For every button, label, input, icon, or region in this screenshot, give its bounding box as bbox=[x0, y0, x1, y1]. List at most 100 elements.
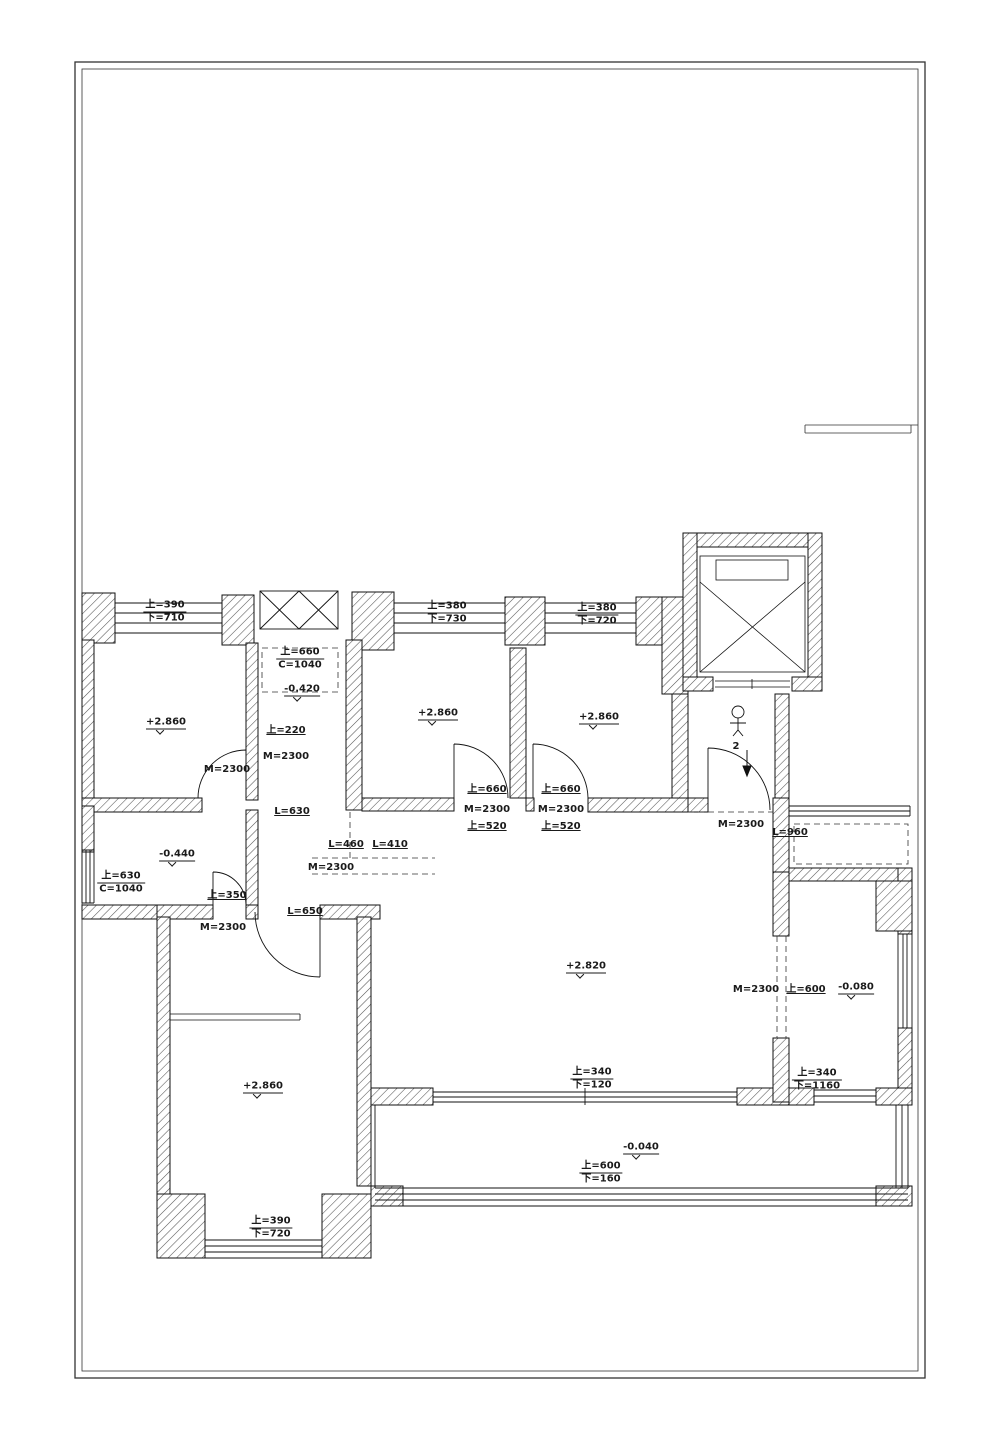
window-dimension-label: 上=380 下=720 bbox=[575, 602, 619, 627]
level-annotation: +2.860 bbox=[145, 716, 187, 730]
level-annotation: +2.860 bbox=[578, 711, 620, 725]
entry-door-swing bbox=[707, 747, 771, 811]
window-symbol bbox=[81, 849, 95, 904]
elevator-counterweight bbox=[715, 559, 789, 581]
person-symbol bbox=[730, 705, 746, 737]
door-height-label: M=2300 bbox=[262, 751, 310, 762]
wall-segment bbox=[774, 693, 790, 799]
wall-segment bbox=[245, 642, 259, 801]
window-symbol bbox=[114, 602, 223, 634]
boundary-step bbox=[804, 424, 918, 434]
wall-segment bbox=[788, 1087, 815, 1106]
window-dimension-label: 上=340 下=120 bbox=[570, 1066, 614, 1091]
window-dimension-label: 上=390 下=720 bbox=[249, 1215, 293, 1240]
elevator-cross bbox=[699, 581, 806, 673]
wall-segment bbox=[772, 871, 790, 937]
length-label: L=650 bbox=[287, 906, 323, 917]
length-label: L=460 bbox=[328, 839, 364, 850]
wall-segment bbox=[321, 1193, 372, 1259]
half-wall bbox=[170, 1013, 301, 1021]
window-symbol bbox=[814, 1089, 876, 1103]
door-dimension-label: 上=520 bbox=[541, 821, 581, 832]
duct-shaft bbox=[259, 590, 339, 630]
opening-header bbox=[776, 936, 787, 1038]
wall-segment bbox=[772, 1037, 790, 1103]
door-height-label: M=2300 bbox=[463, 804, 511, 815]
door-swing bbox=[453, 743, 509, 799]
wall-segment bbox=[788, 867, 913, 882]
wall-segment bbox=[791, 676, 823, 692]
length-label: L=960 bbox=[772, 827, 808, 838]
wall-segment bbox=[687, 797, 709, 813]
wall-segment bbox=[671, 693, 689, 801]
level-annotation: +2.860 bbox=[417, 707, 459, 721]
length-label: L=630 bbox=[274, 806, 310, 817]
windows bbox=[81, 602, 913, 1259]
elevator-door bbox=[715, 679, 790, 689]
door-height-label: M=2300 bbox=[203, 764, 251, 775]
wall-segment bbox=[504, 596, 546, 646]
window-dimension-label: 上=380 下=730 bbox=[425, 600, 469, 625]
level-annotation: +2.860 bbox=[242, 1080, 284, 1094]
window-dimension-label: 上=600 下=160 bbox=[579, 1160, 623, 1185]
wall-segment bbox=[875, 880, 913, 932]
wall-segment bbox=[875, 1185, 913, 1207]
level-annotation: -0.080 bbox=[838, 981, 874, 995]
wall-segment bbox=[807, 532, 823, 692]
door-dimension-label: 上=220 bbox=[266, 725, 306, 736]
wall-segment bbox=[81, 797, 203, 813]
balcony-railing bbox=[375, 1105, 909, 1207]
door-dimension-label: 上=600 bbox=[786, 984, 826, 995]
wall-segment bbox=[361, 797, 455, 812]
wall-segment bbox=[245, 809, 259, 918]
boundary-outer bbox=[74, 61, 926, 1379]
door-swing bbox=[197, 749, 247, 799]
wall-segment bbox=[81, 639, 95, 801]
level-annotation: -0.040 bbox=[623, 1141, 659, 1155]
window-symbol bbox=[897, 934, 913, 1028]
wall-segment bbox=[370, 1185, 404, 1207]
door-dimension-label: 上=520 bbox=[467, 821, 507, 832]
door-swing bbox=[212, 871, 247, 906]
door-swing bbox=[532, 743, 589, 799]
wall-segment bbox=[525, 797, 535, 812]
wall-segment bbox=[875, 1087, 913, 1106]
dashed-lines bbox=[261, 647, 909, 1038]
wall-segment bbox=[587, 797, 689, 813]
wall-segment bbox=[370, 1087, 434, 1106]
wall-segment bbox=[156, 904, 214, 920]
elevator-cab bbox=[699, 555, 806, 673]
door-height-label: M=2300 bbox=[732, 984, 780, 995]
length-label: L=410 bbox=[372, 839, 408, 850]
window-dimension-label: 上=660 C=1040 bbox=[276, 646, 324, 671]
wall-segment bbox=[356, 916, 372, 1187]
wall-segment bbox=[682, 532, 698, 692]
stair-direction-arrow bbox=[742, 750, 752, 778]
door-height-label: M=2300 bbox=[717, 819, 765, 830]
doors bbox=[197, 743, 771, 978]
sliding-door-symbol bbox=[433, 1088, 737, 1105]
wall-segment bbox=[682, 532, 823, 548]
level-annotation: -0.420 bbox=[284, 683, 320, 697]
wall-segment bbox=[81, 592, 116, 644]
window-symbol bbox=[204, 1239, 323, 1259]
walls bbox=[81, 532, 913, 1259]
wall-segment bbox=[509, 647, 527, 799]
wall-segment bbox=[156, 916, 171, 1197]
wall-segment bbox=[345, 639, 363, 811]
opening-header bbox=[312, 812, 435, 875]
level-annotation: +2.820 bbox=[565, 960, 607, 974]
window-symbol bbox=[544, 602, 637, 634]
door-dimension-label: 上=660 bbox=[541, 784, 581, 795]
elevator bbox=[699, 555, 806, 689]
window-symbol bbox=[788, 805, 911, 817]
wall-segment bbox=[682, 676, 714, 692]
cabinet-dashed bbox=[793, 823, 909, 865]
window-dimension-label: 上=630 C=1040 bbox=[97, 870, 145, 895]
boundary-inner bbox=[81, 68, 919, 1372]
window-dimension-label: 上=340 下=1160 bbox=[791, 1067, 843, 1092]
window-dimension-label: 上=390 下=710 bbox=[143, 599, 187, 624]
door-swing bbox=[254, 911, 321, 978]
